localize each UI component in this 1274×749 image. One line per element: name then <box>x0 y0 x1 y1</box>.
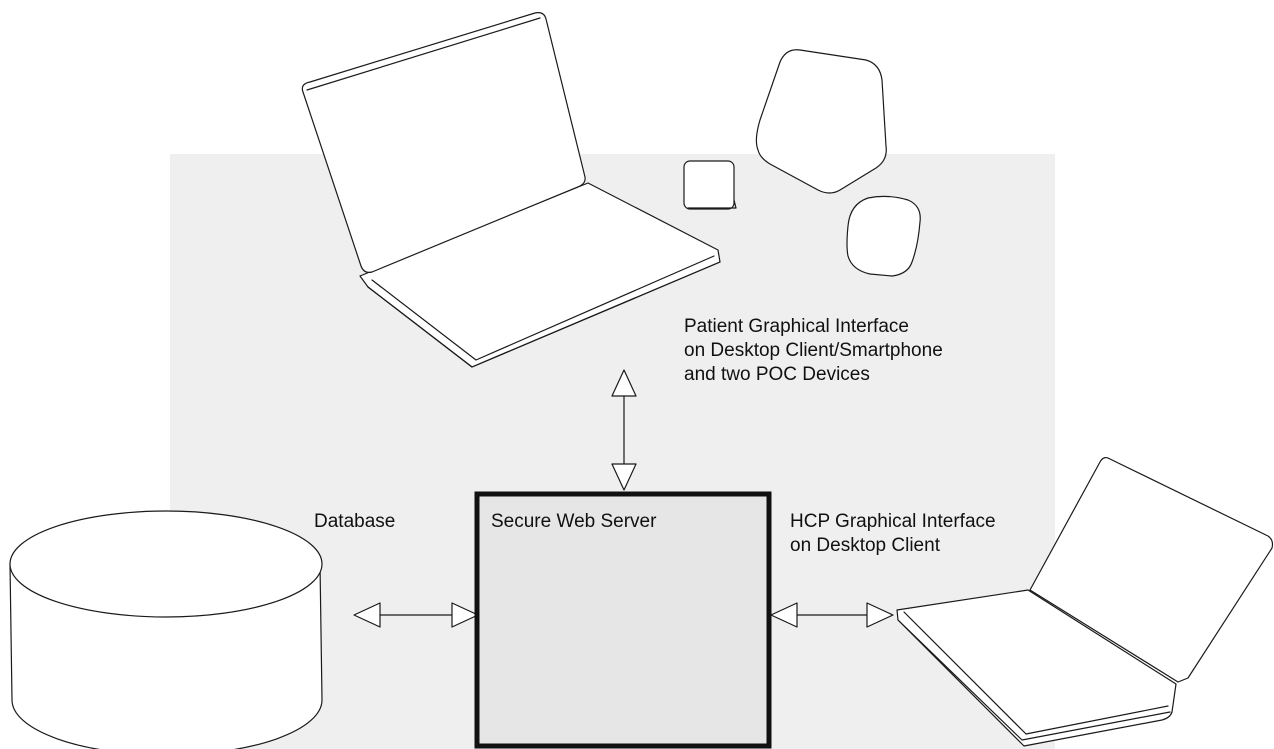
hcp-laptop-icon <box>896 456 1274 747</box>
smartphone-icon <box>683 160 737 210</box>
patient-interface-label-line2: on Desktop Client/Smartphone <box>684 340 943 361</box>
hcp-interface-label-line2: on Desktop Client <box>790 535 941 556</box>
patient-interface-label-line3: and two POC Devices <box>684 364 870 385</box>
patient-laptop-icon <box>301 12 721 368</box>
server-label: Secure Web Server <box>491 511 657 532</box>
bidirectional-arrow-icon <box>770 602 894 628</box>
database-cylinder-icon <box>9 510 323 749</box>
poc-device-icon <box>755 49 887 194</box>
bidirectional-arrow-icon <box>353 602 479 628</box>
database-label: Database <box>314 511 395 532</box>
patient-interface-label-line1: Patient Graphical Interface <box>684 316 909 337</box>
bidirectional-arrow-icon <box>611 369 637 491</box>
poc-device-icon <box>846 195 921 277</box>
secure-web-server-box <box>474 491 772 749</box>
hcp-interface-label-line1: HCP Graphical Interface <box>790 511 996 532</box>
